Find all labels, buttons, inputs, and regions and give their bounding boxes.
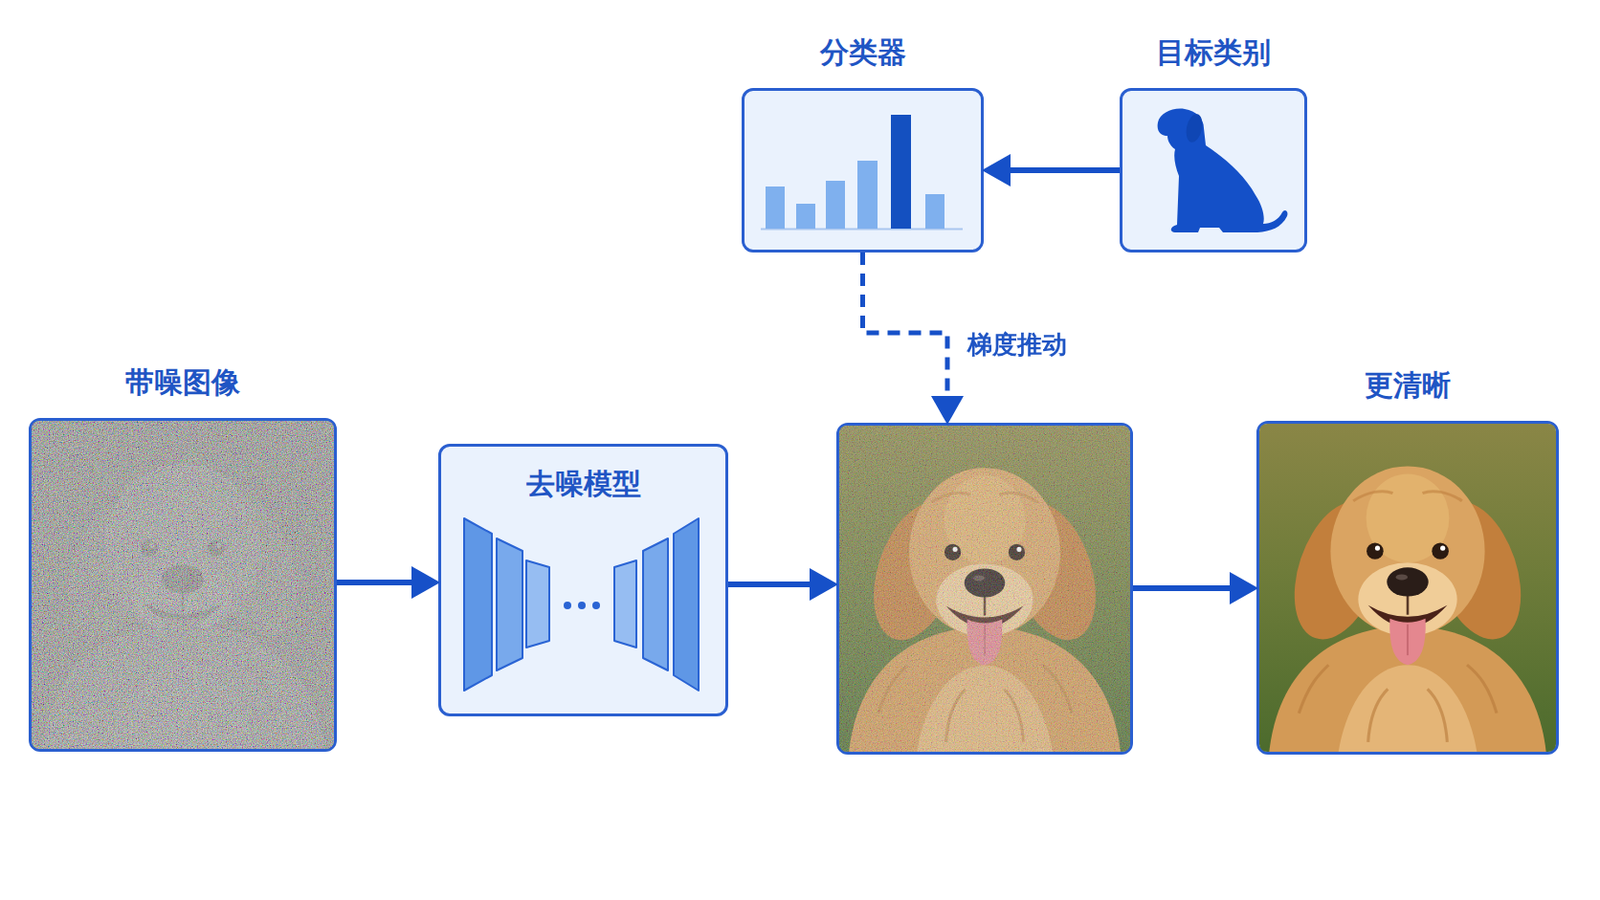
node-heading: 目标类别 bbox=[1055, 35, 1372, 70]
faint-dog bbox=[42, 463, 325, 750]
image-background bbox=[1259, 423, 1556, 753]
dog-shape bbox=[1157, 109, 1289, 233]
edge-label: 梯度推动 bbox=[967, 329, 1067, 360]
gradient-guidance-arrow bbox=[863, 252, 949, 397]
dot bbox=[563, 601, 572, 610]
dot bbox=[577, 601, 586, 610]
noisy-image bbox=[31, 421, 334, 750]
dot bbox=[592, 601, 600, 610]
flow-arrow bbox=[728, 581, 810, 588]
image-background bbox=[31, 421, 334, 750]
encoder-layer bbox=[526, 560, 550, 648]
encoder-layer bbox=[464, 518, 492, 691]
decoder-layer bbox=[643, 538, 668, 671]
decoder-layer bbox=[614, 560, 637, 648]
denoiser-box: 去噪模型 bbox=[438, 444, 729, 717]
clear-image-box: 更清晰 bbox=[1256, 421, 1559, 756]
bar bbox=[796, 203, 816, 229]
node-heading: 带噪图像 bbox=[0, 365, 401, 400]
node-label: 去噪模型 bbox=[374, 466, 793, 502]
ellipsis-dots bbox=[563, 601, 600, 610]
noisy-image-box: 带噪图像 bbox=[28, 418, 337, 753]
dog-photo bbox=[848, 467, 1121, 753]
node-heading: 更清晰 bbox=[1192, 368, 1600, 403]
classifier-box: 分类器 bbox=[741, 88, 984, 253]
dog-ear bbox=[1183, 112, 1205, 145]
chart-baseline bbox=[760, 228, 963, 231]
target-bar bbox=[890, 114, 912, 229]
node-heading: 分类器 bbox=[677, 35, 1048, 70]
clear-image bbox=[1259, 423, 1556, 753]
dog-silhouette bbox=[1157, 109, 1289, 233]
unet-symbol bbox=[464, 518, 699, 691]
partial-image-box bbox=[836, 422, 1134, 756]
image-background bbox=[839, 425, 1131, 753]
bar bbox=[925, 194, 945, 229]
decoder-layer bbox=[673, 518, 699, 691]
noise-layer bbox=[31, 421, 334, 750]
bar bbox=[857, 160, 878, 229]
noise-layer bbox=[839, 425, 1131, 753]
partial-image bbox=[839, 425, 1131, 753]
flow-arrow bbox=[336, 579, 412, 586]
target-class-box: 目标类别 bbox=[1119, 88, 1308, 253]
bar bbox=[825, 180, 845, 229]
flow-arrow bbox=[1010, 167, 1120, 174]
bar bbox=[765, 186, 785, 229]
flow-arrow bbox=[1133, 585, 1230, 592]
classifier-bar-chart bbox=[760, 114, 963, 230]
dog-photo bbox=[1268, 466, 1546, 753]
encoder-layer bbox=[496, 538, 523, 671]
